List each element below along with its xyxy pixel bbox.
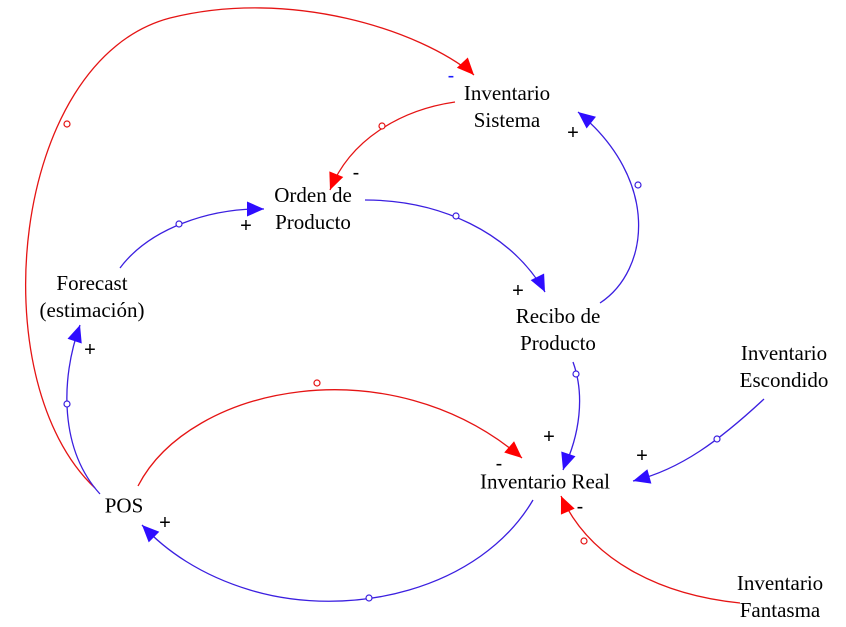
link-inventario-real-to-pos-arrowhead	[142, 525, 160, 543]
link-fantasma-to-inventario-real-handle	[580, 537, 588, 545]
link-inventario-real-to-pos	[141, 499, 534, 602]
node-orden-de-producto: Orden de Producto	[274, 182, 352, 236]
node-pos: POS	[105, 493, 144, 520]
node-forecast: Forecast (estimación)	[40, 270, 145, 324]
link-escondido-to-inventario-real-arrowhead	[633, 469, 652, 484]
node-inventario-fantasma: Inventario Fantasma	[737, 570, 823, 624]
node-inventario-sistema: Inventario Sistema	[464, 80, 550, 134]
polarity-fantasma-to-inventario-real: -	[576, 496, 584, 518]
polarity-orden-to-recibo: +	[512, 280, 524, 302]
node-recibo-de-producto: Recibo de Producto	[516, 303, 601, 357]
node-pos-label: POS	[104, 493, 144, 518]
node-orden-de-producto-line2: Producto	[275, 210, 351, 234]
node-inventario-escondido: Inventario Escondido	[740, 340, 829, 394]
link-inventario-sistema-to-orden-arrowhead	[329, 171, 344, 190]
link-recibo-to-inventario-real-handle	[572, 370, 580, 378]
node-inventario-real-label: Inventario Real	[479, 469, 611, 494]
node-inventario-sistema-line2: Sistema	[473, 108, 541, 132]
node-inventario-fantasma-line1: Inventario	[736, 571, 824, 595]
link-orden-to-recibo-handle	[452, 212, 460, 220]
link-orden-to-recibo-arrowhead	[530, 273, 545, 292]
link-forecast-to-orden-handle	[175, 220, 183, 228]
node-inventario-real: Inventario Real	[480, 469, 610, 496]
polarity-recibo-to-inventario-sistema: +	[567, 122, 579, 144]
link-recibo-to-inventario-sistema-handle	[634, 181, 642, 189]
node-inventario-fantasma-line2: Fantasma	[739, 598, 821, 622]
link-escondido-to-inventario-real-handle	[713, 435, 721, 443]
link-pos-to-forecast	[66, 324, 101, 495]
link-orden-to-recibo	[364, 199, 546, 293]
link-pos-to-inventario-real	[137, 389, 523, 487]
link-pos-to-forecast-handle	[63, 400, 71, 408]
link-pos-to-inventario-sistema-handle	[63, 120, 71, 128]
node-forecast-line2: (estimación)	[39, 298, 145, 322]
link-pos-to-inventario-real-arrowhead	[504, 441, 522, 458]
node-inventario-sistema-line1: Inventario	[463, 81, 551, 105]
polarity-pos-to-forecast: +	[84, 339, 96, 361]
link-pos-to-forecast-arrowhead	[67, 325, 82, 344]
link-fantasma-to-inventario-real-arrowhead	[560, 496, 575, 515]
polarity-inventario-sistema-to-orden: -	[352, 162, 360, 184]
link-forecast-to-orden	[119, 208, 265, 269]
link-forecast-to-orden-arrowhead	[247, 201, 264, 217]
polarity-recibo-to-inventario-real: +	[543, 426, 555, 448]
link-recibo-to-inventario-sistema	[577, 111, 640, 304]
polarity-escondido-to-inventario-real: +	[636, 445, 648, 467]
polarity-pos-to-inventario-real: -	[495, 453, 503, 475]
node-forecast-line1: Forecast	[56, 271, 128, 295]
node-recibo-de-producto-line2: Producto	[520, 331, 596, 355]
polarity-inventario-real-to-pos: +	[159, 512, 171, 534]
polarity-pos-to-inventario-sistema: -	[447, 65, 455, 87]
link-inventario-sistema-to-orden-handle	[378, 122, 386, 130]
polarity-forecast-to-orden: +	[240, 215, 252, 237]
node-inventario-escondido-line2: Escondido	[739, 368, 829, 392]
node-inventario-escondido-line1: Inventario	[740, 341, 828, 365]
link-pos-to-inventario-sistema	[25, 7, 475, 489]
node-orden-de-producto-line1: Orden de	[274, 183, 352, 207]
link-pos-to-inventario-real-handle	[313, 379, 321, 387]
link-inventario-real-to-pos-handle	[365, 594, 373, 602]
link-escondido-to-inventario-real	[632, 398, 765, 482]
link-recibo-to-inventario-sistema-arrowhead	[578, 112, 596, 129]
node-recibo-de-producto-line1: Recibo de	[515, 304, 601, 328]
link-pos-to-inventario-sistema-arrowhead	[456, 57, 474, 75]
link-inventario-sistema-to-orden	[329, 101, 456, 191]
link-fantasma-to-inventario-real	[560, 495, 741, 604]
link-recibo-to-inventario-real-arrowhead	[561, 451, 576, 470]
